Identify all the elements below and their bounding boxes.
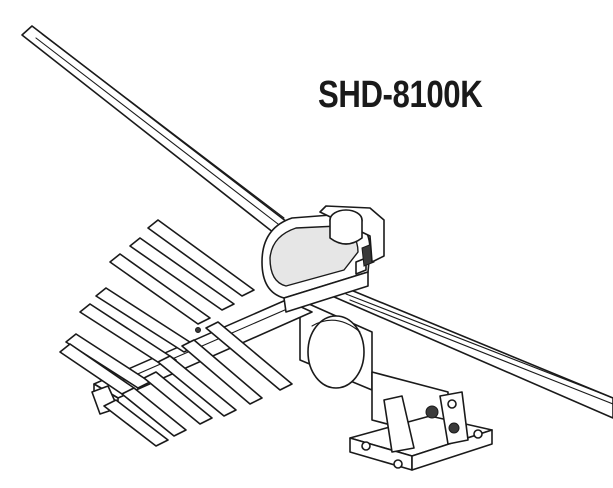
model-title: SHD-8100K (318, 74, 483, 116)
mount-bracket (349, 371, 493, 471)
lower-fins (103, 321, 293, 447)
mast-pipe (319, 205, 385, 263)
hub-cylinder (299, 299, 373, 391)
upper-left-rod (21, 25, 301, 245)
